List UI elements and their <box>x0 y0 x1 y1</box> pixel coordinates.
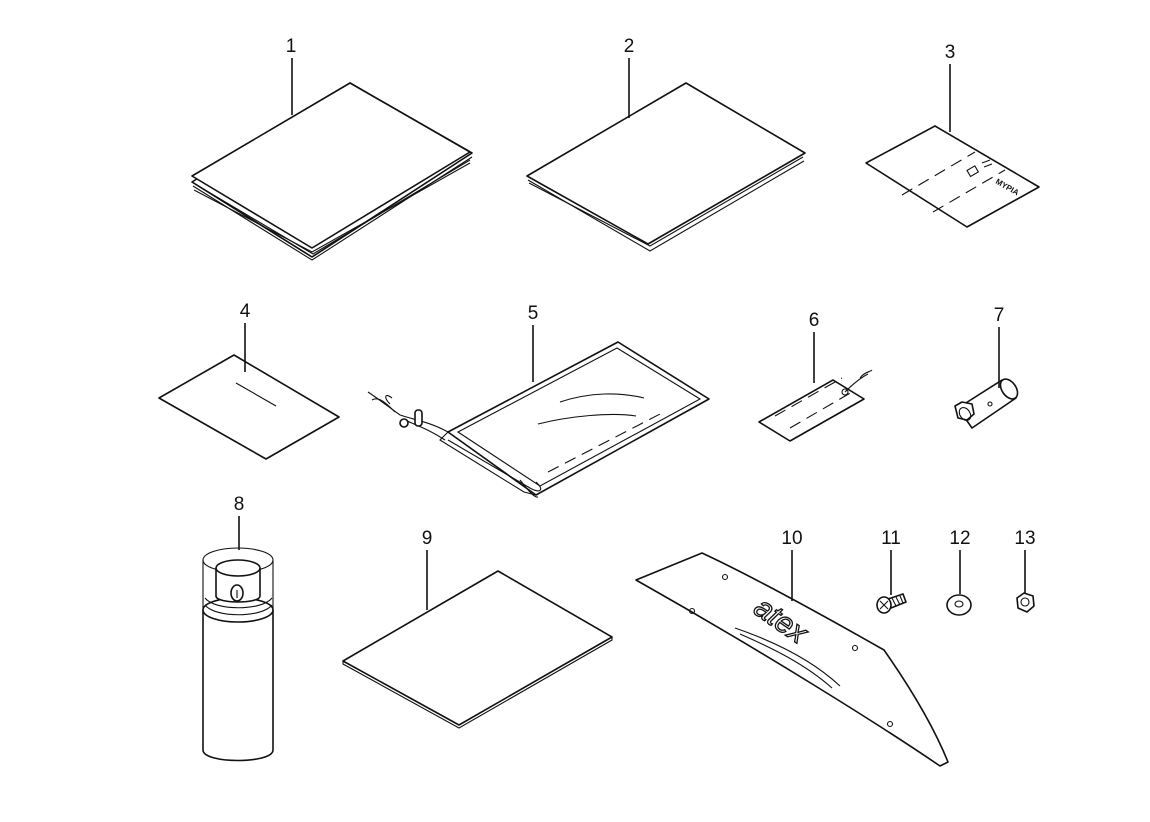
part-9-cloth: 9 <box>342 528 613 729</box>
part-3-card: MYPIA 3 <box>865 42 1040 228</box>
part-4-callout: 4 <box>240 301 251 322</box>
part-9-callout: 9 <box>422 528 433 549</box>
part-2-callout: 2 <box>624 36 635 57</box>
part-5-callout: 5 <box>528 303 539 324</box>
part-8-spray-can: 8 <box>202 494 274 762</box>
part-7-callout: 7 <box>994 305 1005 326</box>
part-13-nut: 13 <box>1014 528 1036 613</box>
part-8-callout: 8 <box>234 494 245 515</box>
part-3-callout: 3 <box>945 42 956 63</box>
part-5-bag: 5 <box>367 303 710 498</box>
part-1-manual-stack: 1 <box>191 36 473 261</box>
part-4-sheet: 4 <box>158 301 340 460</box>
part-12-washer: 12 <box>946 528 972 616</box>
part-13-callout: 13 <box>1014 528 1035 549</box>
part-10-emblem-plate: atex 10 <box>635 528 949 767</box>
part-1-callout: 1 <box>286 36 297 57</box>
part-6-tag: 6 <box>758 310 873 442</box>
part-12-callout: 12 <box>949 528 970 549</box>
part-7-socket-wrench: 7 <box>954 305 1019 429</box>
part-11-screw: 11 <box>876 528 907 614</box>
part-10-callout: 10 <box>781 528 802 549</box>
part-6-callout: 6 <box>809 310 820 331</box>
part-2-manual: 2 <box>526 36 806 252</box>
part-11-callout: 11 <box>881 528 901 549</box>
